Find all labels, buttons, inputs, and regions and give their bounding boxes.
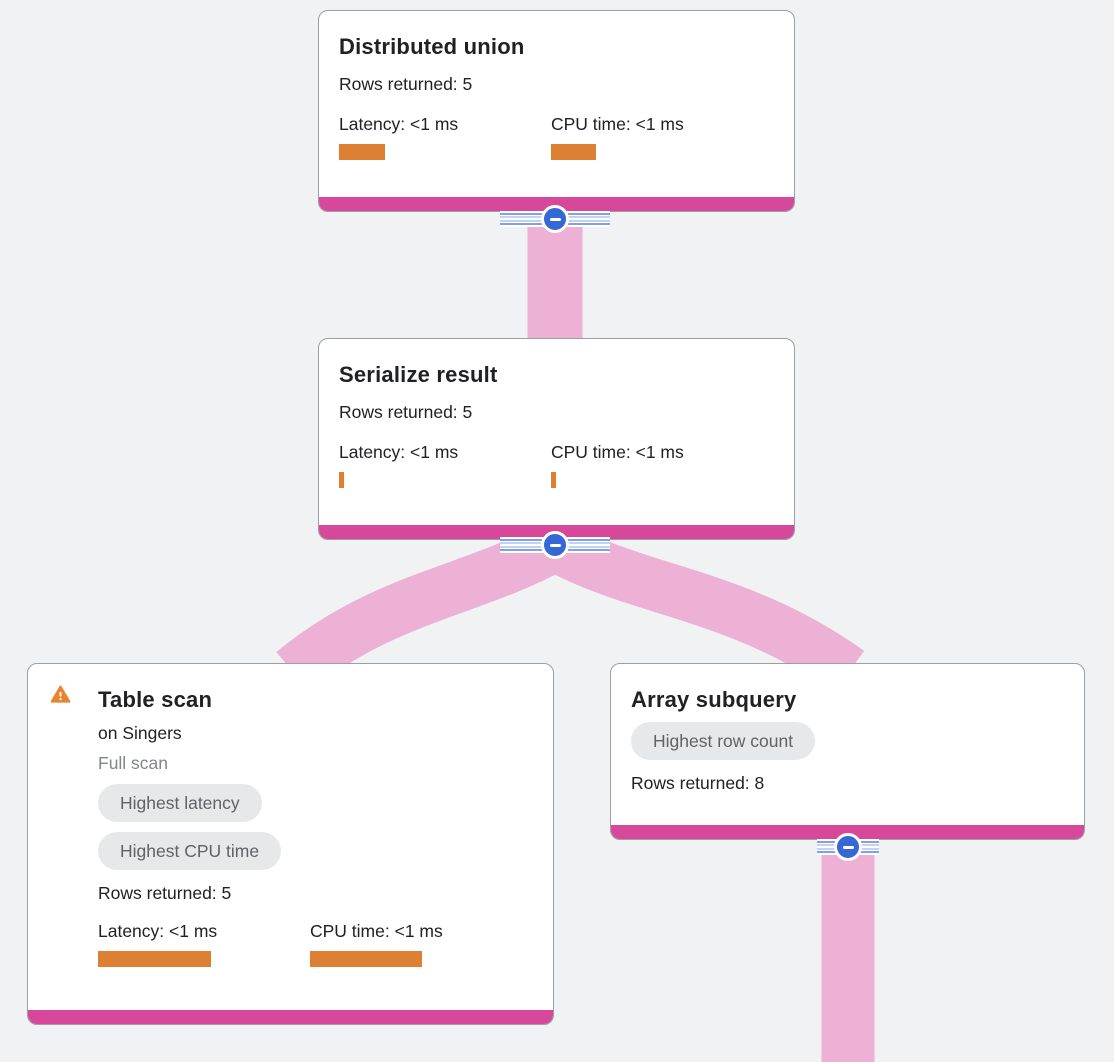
rows-returned: Rows returned: 5: [98, 883, 232, 903]
cpu-time-label: CPU time: <1 ms: [310, 921, 443, 941]
collapse-button-serialize-result[interactable]: [500, 531, 610, 559]
rows-returned: Rows returned: 8: [631, 773, 765, 793]
node-subtitle: on Singers: [98, 723, 182, 743]
badge-highest-cpu-time: Highest CPU time: [98, 832, 282, 870]
cpu-time-label: CPU time: <1 ms: [551, 442, 684, 462]
collapse-button-distributed-union[interactable]: [500, 205, 610, 233]
rows-returned: Rows returned: 5: [339, 402, 473, 422]
plan-node-array-subquery[interactable]: Array subquery Highest row count Rows re…: [610, 663, 1085, 840]
plan-node-serialize-result[interactable]: Serialize result Rows returned: 5 Latenc…: [318, 338, 795, 540]
warning-icon: [50, 684, 71, 705]
collapse-minus-icon: [541, 205, 569, 233]
node-footer-strip: [611, 825, 1084, 839]
latency-bar: [339, 144, 385, 160]
cpu-time-bar: [551, 472, 556, 488]
plan-node-distributed-union[interactable]: Distributed union Rows returned: 5 Laten…: [318, 10, 795, 212]
badge-highest-row-count: Highest row count: [631, 722, 816, 760]
latency-bar: [98, 951, 211, 967]
edge-serialize-result-to-table-scan: [276, 523, 567, 693]
node-footer-strip: [319, 197, 794, 211]
node-title: Table scan: [98, 687, 213, 712]
edge-serialize-result-to-array-subquery: [543, 523, 865, 694]
collapse-button-array-subquery[interactable]: [817, 833, 879, 861]
cpu-time-label: CPU time: <1 ms: [551, 114, 684, 134]
collapse-minus-icon: [834, 833, 862, 861]
latency-label: Latency: <1 ms: [339, 114, 459, 134]
latency-label: Latency: <1 ms: [339, 442, 459, 462]
badge-highest-latency: Highest latency: [98, 784, 262, 822]
node-title: Serialize result: [339, 362, 498, 387]
plan-node-table-scan[interactable]: Table scan on Singers Full scan Highest …: [27, 663, 554, 1025]
latency-bar: [339, 472, 344, 488]
node-title: Array subquery: [631, 687, 797, 712]
cpu-time-bar: [310, 951, 422, 967]
node-title: Distributed union: [339, 34, 525, 59]
rows-returned: Rows returned: 5: [339, 74, 473, 94]
scan-type-label: Full scan: [98, 753, 169, 773]
latency-label: Latency: <1 ms: [98, 921, 218, 941]
node-footer-strip: [28, 1010, 553, 1024]
cpu-time-bar: [551, 144, 596, 160]
collapse-minus-icon: [541, 531, 569, 559]
